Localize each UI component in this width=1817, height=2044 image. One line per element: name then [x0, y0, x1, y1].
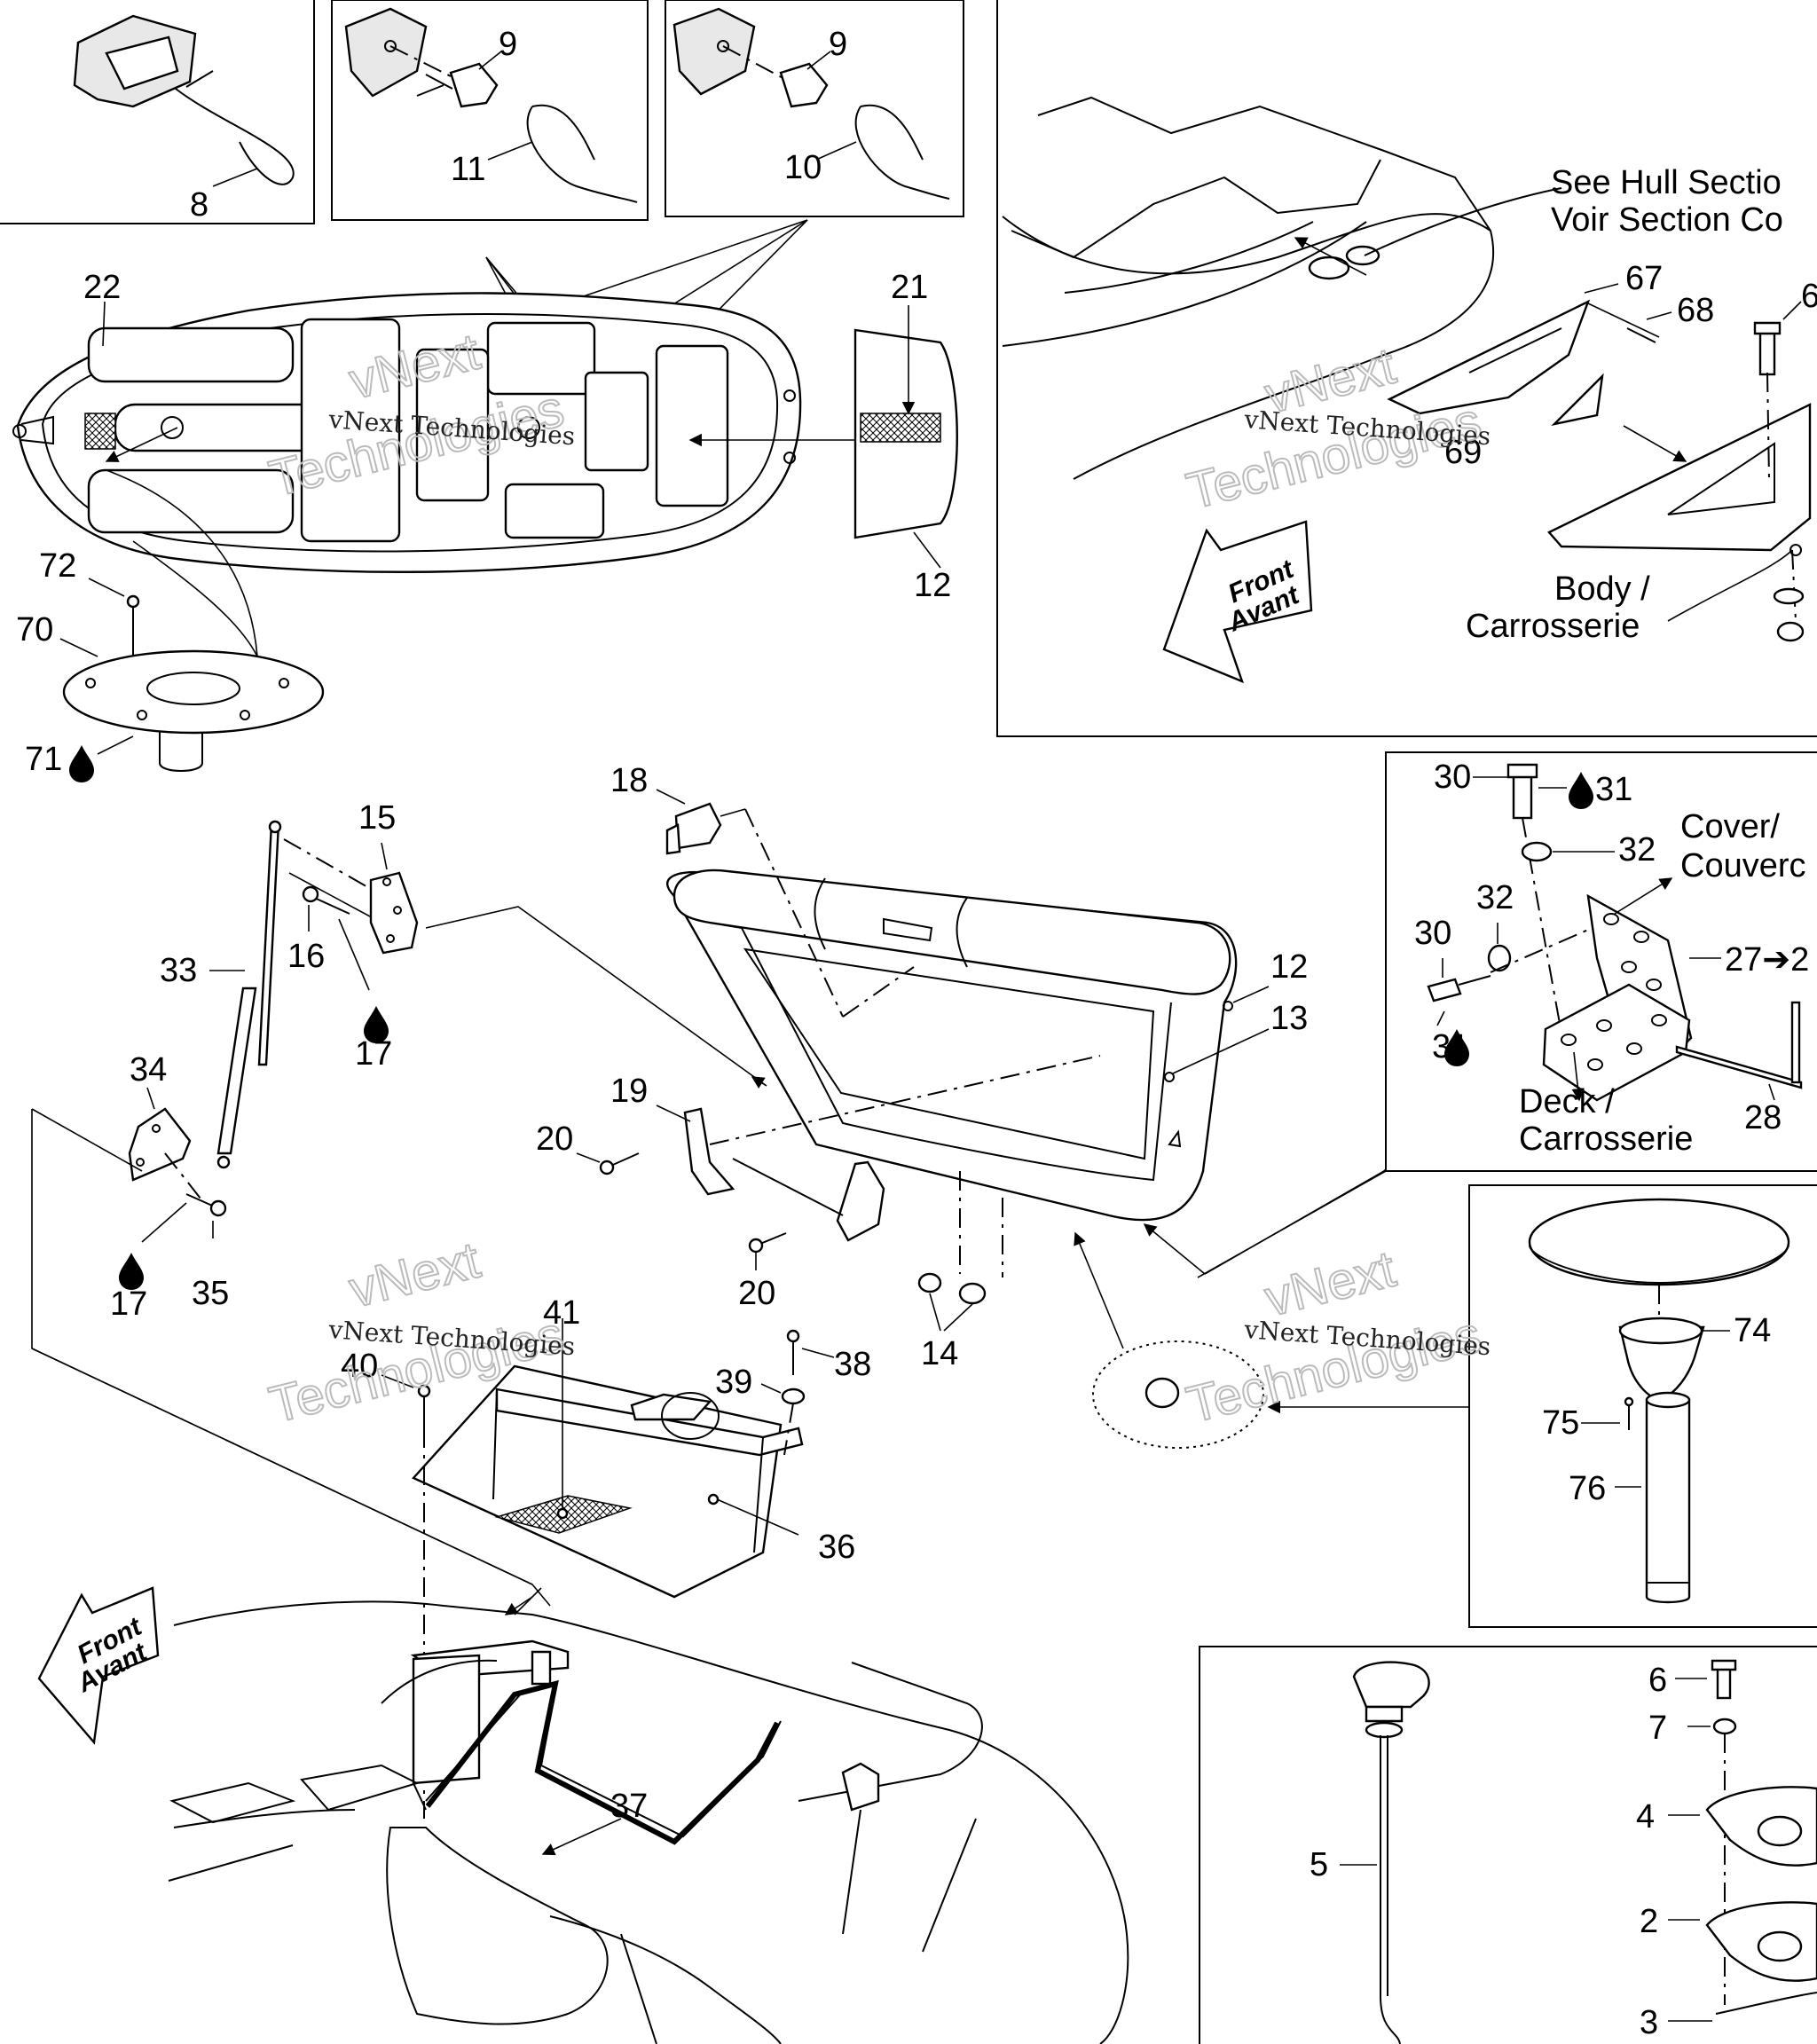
deck-label-line-2: Carrosserie	[1519, 1120, 1693, 1158]
front-arrow-1[interactable]	[1162, 520, 1313, 684]
watermark-4: vNext Technologies vNext Technologies	[1180, 1239, 1491, 1435]
callout-32-b: 32	[1476, 879, 1514, 916]
callout-74: 74	[1734, 1312, 1771, 1349]
callout-36: 36	[818, 1529, 855, 1566]
boat-top-view: 22	[12, 269, 861, 657]
callout-40: 40	[341, 1348, 378, 1385]
callout-12-a: 12	[914, 567, 951, 604]
callout-18: 18	[610, 762, 648, 799]
callout-28: 28	[1744, 1099, 1782, 1136]
callout-39: 39	[715, 1364, 752, 1401]
callout-9-a: 9	[499, 26, 517, 63]
callout-33: 33	[160, 952, 197, 989]
callout-19: 19	[610, 1073, 648, 1110]
callout-30-a: 30	[1434, 759, 1471, 796]
callout-9-b: 9	[829, 26, 847, 63]
inset-tie-wrap-8: 8	[0, 0, 315, 224]
callout-30-b: 30	[1414, 915, 1451, 952]
drop-icon	[119, 1253, 144, 1290]
callout-72: 72	[39, 547, 76, 585]
callout-32-a: 32	[1618, 831, 1656, 869]
cup-holder-70: 72 70 71	[16, 547, 325, 782]
callout-17-b: 17	[110, 1285, 147, 1323]
drop-icon	[1444, 1029, 1469, 1066]
callout-11: 11	[451, 151, 485, 188]
side-pad-21: 21 12	[853, 269, 958, 604]
callout-3: 3	[1640, 2004, 1658, 2041]
callout-68: 68	[1677, 292, 1714, 329]
callout-20-b: 20	[738, 1275, 775, 1312]
callout-38: 38	[834, 1346, 871, 1383]
body-label-line-2: Carrosserie	[1466, 608, 1640, 645]
see-hull-line-2: Voir Section Co	[1551, 201, 1783, 239]
callout-8: 8	[190, 186, 208, 224]
callout-14: 14	[921, 1335, 958, 1372]
callout-6-b: 6	[1648, 1662, 1667, 1699]
callout-69: 69	[1444, 434, 1482, 471]
callout-15: 15	[358, 799, 396, 837]
callout-16: 16	[287, 938, 325, 975]
deck-bottom: 37 Front Avant	[31, 1348, 1129, 2044]
callout-37: 37	[610, 1788, 648, 1825]
callout-12-b: 12	[1270, 948, 1308, 986]
callout-4: 4	[1636, 1798, 1655, 1836]
inset-screw-9-tie-11: 9 11	[331, 0, 649, 221]
callout-10: 10	[784, 149, 822, 186]
callout-20-a: 20	[536, 1120, 573, 1158]
ref-27-label: 27➔2	[1725, 941, 1809, 979]
drop-icon	[69, 745, 94, 782]
callout-5: 5	[1310, 1846, 1328, 1883]
gas-spring-33: 33 15 16 17 34 35 17	[31, 799, 533, 1585]
storage-lid: 12 13 18 19 20 20 14	[288, 762, 1387, 1372]
callout-41: 41	[543, 1294, 580, 1332]
watermark-3-brand-a: vNext	[343, 1231, 485, 1319]
cover-label-line-2: Couverc	[1680, 847, 1806, 884]
deck-label-line-1: Deck /	[1519, 1083, 1615, 1120]
inset-screw-9-tie-10: 9 10	[665, 0, 964, 217]
drop-icon	[364, 1006, 389, 1043]
watermark-2: vNext Technologies vNext Technologies	[1180, 336, 1491, 522]
cover-label-line-1: Cover/	[1680, 808, 1780, 845]
callout-31-a: 31	[1595, 771, 1632, 808]
callout-70: 70	[16, 611, 53, 649]
callout-2: 2	[1640, 1903, 1658, 1940]
front-arrow-2[interactable]	[37, 1586, 160, 1745]
inset-drain-5: 5 6 7 4 2 3	[1199, 1646, 1817, 2044]
watermark-4-brand-a: vNext	[1259, 1240, 1401, 1328]
callout-13: 13	[1270, 1000, 1308, 1037]
inset-table-74: 74 75 76	[1092, 1184, 1817, 1628]
callout-67: 67	[1625, 260, 1663, 297]
callout-21: 21	[891, 269, 928, 306]
callout-75: 75	[1542, 1404, 1579, 1442]
callout-76: 76	[1569, 1470, 1606, 1507]
storage-bin-36: 41 36 40 38 39	[341, 1294, 871, 1819]
callout-22: 22	[83, 269, 121, 306]
see-hull-line-1: See Hull Sectio	[1551, 164, 1782, 201]
inset-hull-section: See Hull Sectio Voir Section Co 67 68 69…	[996, 0, 1817, 737]
callout-71: 71	[25, 741, 62, 778]
callout-35: 35	[192, 1275, 229, 1312]
drop-icon	[1569, 772, 1593, 809]
callout-6-top: 6	[1801, 278, 1817, 315]
callout-7: 7	[1648, 1710, 1667, 1747]
body-label-line-1: Body /	[1554, 570, 1650, 608]
inset-hinge-27: 30 31 32 32 30 31 Cover	[1197, 751, 1817, 1278]
callout-34: 34	[130, 1051, 167, 1089]
callout-17-a: 17	[355, 1035, 392, 1073]
